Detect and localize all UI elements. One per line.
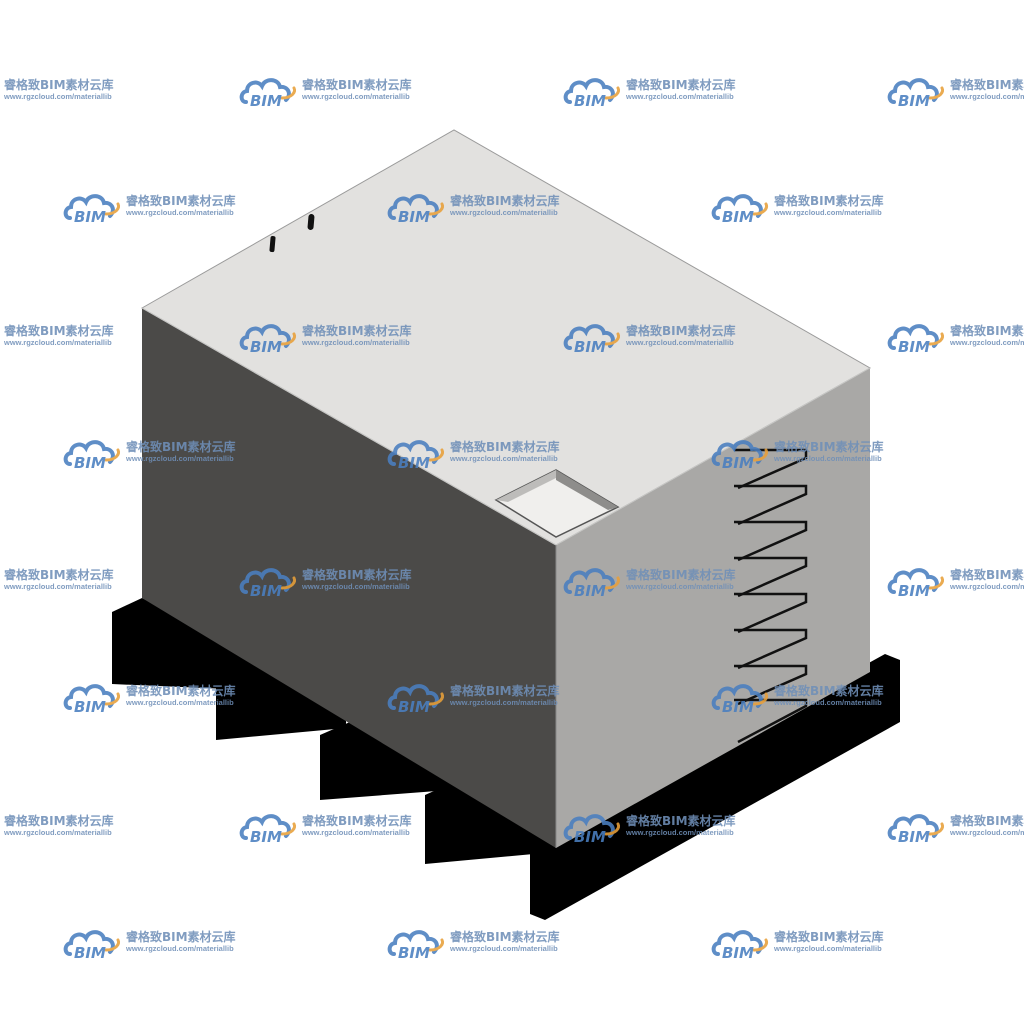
base-skids	[112, 598, 900, 920]
skid-rail	[112, 612, 250, 690]
top-slot	[307, 214, 315, 230]
top-slot	[269, 236, 276, 253]
skid-rail	[216, 656, 346, 740]
cabinet-left-face	[142, 308, 556, 848]
cabinet-right-face	[556, 368, 870, 848]
top-opening	[494, 469, 620, 538]
skid-rail	[320, 722, 450, 800]
cabinet-body	[140, 129, 872, 848]
skid-rail	[425, 782, 555, 864]
side-louvers	[734, 448, 808, 744]
